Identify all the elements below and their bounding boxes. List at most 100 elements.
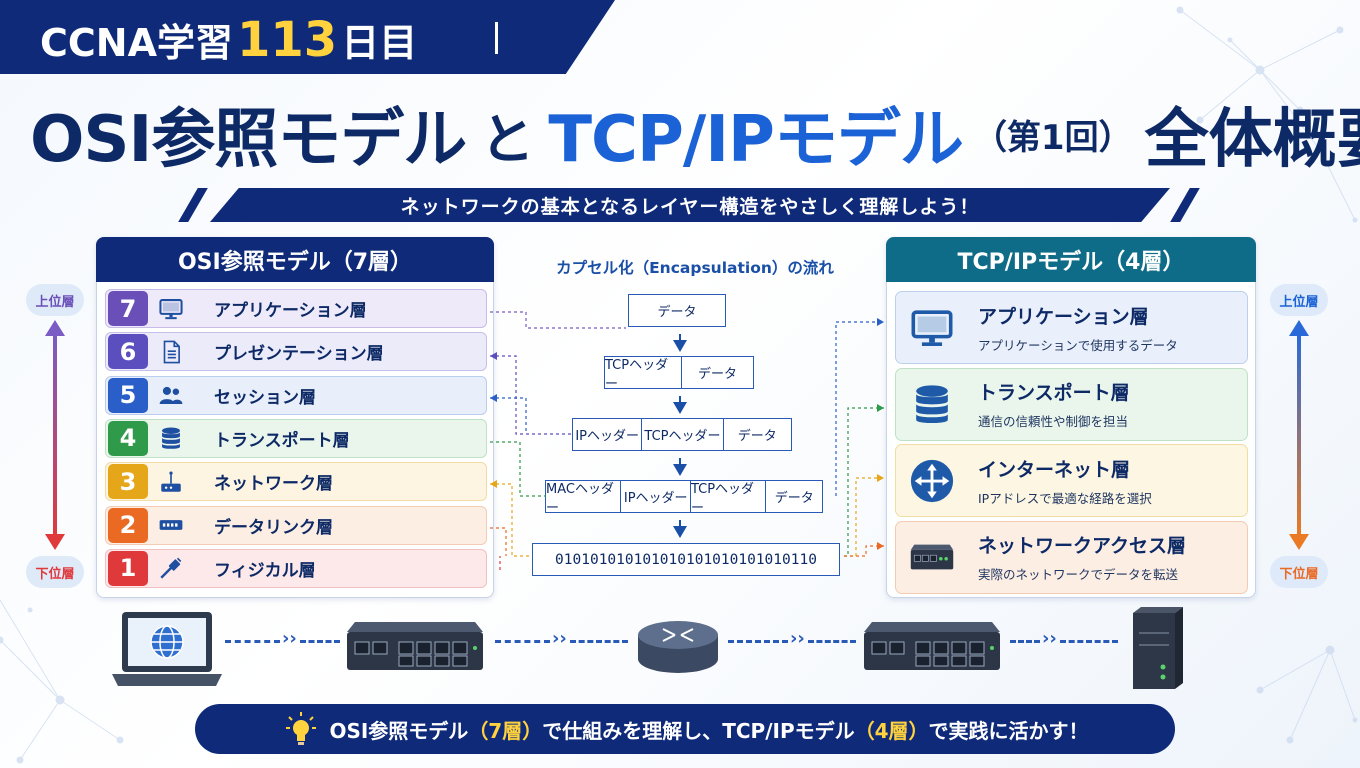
title-episode: （第1回） <box>972 117 1133 158</box>
osi-layer-row: 6 プレゼンテーション層 <box>105 332 487 372</box>
link-line-4 <box>570 640 628 643</box>
title-tcp: TCP/IPモデル <box>548 103 964 177</box>
encapsulation-cell: データ <box>774 491 814 506</box>
osi-layer-row: 3 ネットワーク層 <box>105 462 487 502</box>
right-lower-layer-badge: 下位層 <box>1270 556 1328 588</box>
router-icon <box>148 469 194 495</box>
tcpip-panel-heading: TCP/IPモデル（4層） <box>886 237 1256 282</box>
chevron-right-icon: ›› <box>1042 628 1057 649</box>
link-line-5 <box>728 640 788 643</box>
arrow-down-icon <box>673 526 687 538</box>
encapsulation-cell: IPヘッダー <box>573 419 643 450</box>
title-tail: 全体概要 <box>1144 103 1360 177</box>
osi-layer-row: 1 フィジカル層 <box>105 548 487 588</box>
router-device-icon <box>638 621 718 673</box>
osi-layer-label: プレゼンテーション層 <box>214 344 384 365</box>
arrow-down-stem <box>679 458 681 465</box>
arrow-down-stem <box>679 396 681 403</box>
osi-layer-number: 4 <box>108 420 148 456</box>
switch-icon <box>896 534 968 580</box>
encapsulation-row: データ <box>628 294 726 327</box>
arrow-down-icon <box>673 340 687 352</box>
osi-layer-label: データリンク層 <box>214 517 333 538</box>
osi-layer-number: 5 <box>108 377 148 413</box>
osi-layer-number: 2 <box>108 507 148 543</box>
router-icon <box>896 458 968 504</box>
database-icon <box>896 381 968 427</box>
encapsulation-cell: IPヘッダー <box>621 481 691 512</box>
encapsulation-title: カプセル化（Encapsulation）の流れ <box>556 259 834 277</box>
encapsulation-cell: データ <box>737 429 777 444</box>
link-line-8 <box>1060 640 1118 643</box>
left-up-down-arrow-icon <box>45 320 65 550</box>
switch-icon <box>148 512 194 538</box>
osi-layer-label: ネットワーク層 <box>214 474 333 495</box>
tcpip-layer-description: IPアドレスで最適な経路を選択 <box>978 490 1152 506</box>
tcpip-layer-name: トランスポート層 <box>978 382 1130 404</box>
osi-layer-row: 7 アプリケーション層 <box>105 289 487 328</box>
osi-layer-number: 3 <box>108 464 148 500</box>
ribbon-number: 113 <box>237 12 338 68</box>
tcpip-layer-row: アプリケーション層 アプリケーションで使用するデータ <box>895 291 1248 364</box>
ribbon-divider <box>495 22 498 54</box>
encapsulation-cell: データ <box>657 305 697 320</box>
header-ribbon <box>0 0 615 74</box>
right-upper-layer-badge: 上位層 <box>1270 284 1328 316</box>
tcpip-layer-row: トランスポート層 通信の信頼性や制御を担当 <box>895 367 1248 441</box>
osi-layer-number: 6 <box>108 334 148 370</box>
osi-layer-label: フィジカル層 <box>214 560 316 581</box>
left-upper-layer-badge: 上位層 <box>26 284 84 316</box>
osi-layer-label: セッション層 <box>214 387 316 408</box>
tcpip-layer-name: アプリケーション層 <box>978 305 1149 328</box>
switch-device-right-icon <box>864 622 1000 670</box>
link-line-2 <box>300 640 340 643</box>
osi-layer-row: 5 セッション層 <box>105 375 487 415</box>
bitstream-box: 010101010101010101010101010110 <box>532 543 840 576</box>
document-icon <box>148 339 194 365</box>
arrow-down-icon <box>673 402 687 414</box>
link-line-1 <box>225 640 280 643</box>
monitor-icon <box>148 296 194 322</box>
connector-lines <box>490 311 884 570</box>
tcpip-layer-name: インターネット層 <box>978 458 1131 481</box>
title-osi: OSI参照モデル <box>30 103 467 177</box>
tcpip-layer-name: ネットワークアクセス層 <box>978 535 1187 557</box>
osi-layer-number: 1 <box>108 550 148 586</box>
tcpip-model-panel: TCP/IPモデル（4層） アプリケーション層 アプリケーションで使用するデータ… <box>886 237 1256 598</box>
arrow-down-icon <box>673 464 687 476</box>
osi-layer-row: 2 データリンク層 <box>105 505 487 545</box>
link-line-3 <box>495 640 550 643</box>
chevron-right-icon: ›› <box>552 628 567 649</box>
osi-panel-heading: OSI参照モデル（7層） <box>96 237 494 282</box>
ribbon-prefix: CCNA学習 <box>40 21 233 65</box>
link-line-6 <box>808 640 856 643</box>
osi-layer-label: アプリケーション層 <box>214 301 367 321</box>
encapsulation-cell: TCPヘッダー <box>605 357 682 392</box>
osi-layer-row: 4 トランスポート層 <box>105 418 487 458</box>
encapsulation-cell: TCPヘッダー <box>642 419 724 450</box>
bottom-banner: OSI参照モデル （7層） で仕組みを理解し、TCP/IPモデル （4層） で実… <box>195 704 1175 754</box>
bottom-text-3: で実践に活かす！ <box>928 718 1089 743</box>
tcpip-layer-description: アプリケーションで使用するデータ <box>978 337 1178 353</box>
subtitle-banner: ネットワークの基本となるレイヤー構造をやさしく理解しよう！ <box>210 188 1170 222</box>
encapsulation-cell: MACヘッダー <box>546 481 622 516</box>
tcpip-layer-row: インターネット層 IPアドレスで最適な経路を選択 <box>895 444 1248 517</box>
arrow-down-stem <box>679 334 681 341</box>
laptop-icon <box>112 612 222 686</box>
bottom-text-2: で仕組みを理解し、TCP/IPモデル <box>542 718 855 743</box>
ribbon-suffix: 日目 <box>341 21 418 65</box>
chevron-right-icon: ›› <box>790 628 805 649</box>
encapsulation-row: TCPヘッダーデータ <box>604 356 754 392</box>
day-counter: CCNA学習 113 日目 <box>40 12 418 68</box>
bottom-highlight-1: （7層） <box>468 718 543 743</box>
encapsulation-cell: データ <box>697 367 737 382</box>
tcpip-layer-description: 実際のネットワークでデータを転送 <box>978 567 1179 582</box>
switch-device-left-icon <box>347 622 483 670</box>
users-icon <box>148 382 194 408</box>
osi-model-panel: OSI参照モデル（7層） 7 アプリケーション層 6 プレゼンテーション層 5 … <box>96 237 494 598</box>
link-line-7 <box>1010 640 1040 643</box>
page-title: OSI参照モデル と TCP/IPモデル （第1回） 全体概要 <box>30 88 1360 180</box>
tcpip-layer-row: ネットワークアクセス層 実際のネットワークでデータを転送 <box>895 520 1248 594</box>
bottom-highlight-2: （4層） <box>854 718 929 743</box>
